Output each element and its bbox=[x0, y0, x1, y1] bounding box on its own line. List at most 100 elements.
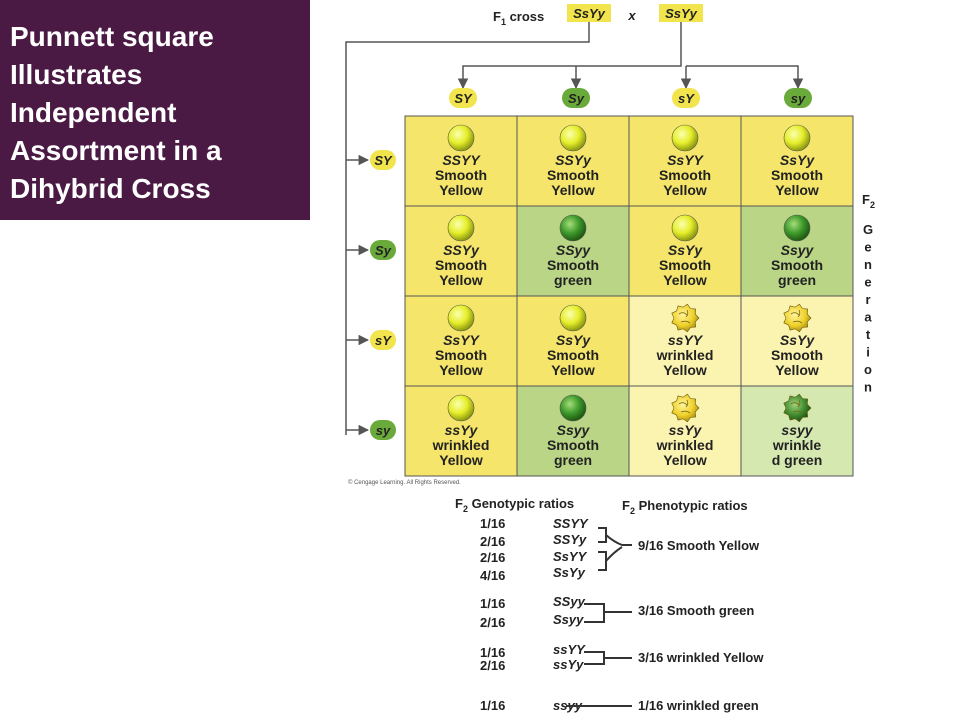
smooth-green-pea-icon bbox=[783, 214, 811, 242]
smooth-green-pea-icon bbox=[559, 214, 587, 242]
cell-phenotype-line1: Smooth bbox=[435, 347, 487, 363]
phenotype-ratio: 3/16 wrinkled Yellow bbox=[638, 650, 764, 665]
cell-genotype: SsYy bbox=[780, 332, 815, 348]
cell-phenotype-line2: Yellow bbox=[663, 272, 707, 288]
smooth-yellow-pea-icon bbox=[783, 124, 811, 152]
left-gamete-badge bbox=[370, 150, 396, 170]
smooth-yellow-pea-icon bbox=[671, 124, 699, 152]
cell-genotype: SSyy bbox=[556, 242, 591, 258]
left-gamete-label: sY bbox=[375, 333, 392, 348]
ratio-genotype: SsYY bbox=[553, 549, 588, 564]
cell-genotype: SSYy bbox=[443, 242, 480, 258]
cell-phenotype-line2: green bbox=[778, 272, 816, 288]
cell-phenotype-line1: Smooth bbox=[771, 167, 823, 183]
genotypic-header: F2 Genotypic ratios bbox=[455, 496, 574, 514]
cell-genotype: SSYY bbox=[442, 152, 481, 168]
wrinkled-yellow-pea-icon bbox=[783, 303, 812, 333]
cell-phenotype-line2: Yellow bbox=[551, 182, 595, 198]
ratio-fraction: 1/16 bbox=[480, 596, 505, 611]
cell-genotype: Ssyy bbox=[781, 242, 815, 258]
generation-letter: G bbox=[863, 222, 873, 237]
wrinkled-yellow-pea-icon bbox=[671, 303, 700, 333]
generation-letter: t bbox=[866, 327, 871, 342]
cell-phenotype-line2: Yellow bbox=[663, 182, 707, 198]
smooth-yellow-pea-icon bbox=[671, 214, 699, 242]
generation-letter: e bbox=[864, 240, 871, 255]
top-arrow-4 bbox=[686, 65, 804, 90]
ratio-genotype: SSYy bbox=[553, 532, 587, 547]
generation-letter: n bbox=[864, 257, 872, 272]
cell-genotype: SSYy bbox=[555, 152, 592, 168]
cell-phenotype-line1: Smooth bbox=[547, 437, 599, 453]
title-panel: Punnett square Illustrates Independent A… bbox=[0, 0, 310, 220]
cross-symbol: x bbox=[627, 8, 636, 23]
top-gamete-label: SY bbox=[454, 91, 473, 106]
left-gamete-badge bbox=[370, 240, 396, 260]
cell-phenotype-line2: Yellow bbox=[439, 362, 483, 378]
connector-lines bbox=[345, 22, 804, 436]
cell-phenotype-line1: Smooth bbox=[659, 257, 711, 273]
left-gamete-label: SY bbox=[374, 153, 393, 168]
cell-phenotype-line2: Yellow bbox=[775, 182, 819, 198]
bracket-ab-join2 bbox=[605, 546, 623, 562]
ratio-genotype: ssYY bbox=[553, 642, 586, 657]
f1-cross-label: F1 cross bbox=[493, 9, 544, 27]
left-gamete-badge bbox=[370, 420, 396, 440]
cell-phenotype-line1: Smooth bbox=[547, 347, 599, 363]
smooth-yellow-pea-icon bbox=[559, 124, 587, 152]
cell-genotype: ssyy bbox=[781, 422, 813, 438]
cell-phenotype-line2: Yellow bbox=[439, 182, 483, 198]
smooth-yellow-pea-icon bbox=[447, 214, 475, 242]
cell-phenotype-line1: Smooth bbox=[771, 347, 823, 363]
page-title: Punnett square Illustrates Independent A… bbox=[10, 21, 222, 204]
cell-phenotype-line2: Yellow bbox=[663, 452, 707, 468]
cell-genotype: SsYy bbox=[556, 332, 591, 348]
generation-letter: e bbox=[864, 275, 871, 290]
generation-letter: r bbox=[865, 292, 870, 307]
ratio-genotype: ssYy bbox=[553, 657, 584, 672]
cell-phenotype-line1: Smooth bbox=[435, 257, 487, 273]
ratio-fraction: 1/16 bbox=[480, 645, 505, 660]
ratio-genotype: SsYy bbox=[553, 565, 586, 580]
generation-letter: i bbox=[866, 345, 870, 360]
ratio-genotype: SSYY bbox=[553, 516, 589, 531]
bracket-d bbox=[584, 651, 605, 665]
parent1-connector bbox=[345, 22, 590, 435]
cell-phenotype-line2: Yellow bbox=[439, 452, 483, 468]
cell-phenotype-line2: Yellow bbox=[663, 362, 707, 378]
punnett-grid: SSYYSmoothYellowSSYySmoothYellowSsYYSmoo… bbox=[404, 115, 854, 477]
phenotypic-header: F2 Phenotypic ratios bbox=[622, 498, 748, 516]
cell-phenotype-line1: Smooth bbox=[547, 257, 599, 273]
f2-label: F2 bbox=[862, 192, 875, 210]
cell-phenotype-line2: Yellow bbox=[775, 362, 819, 378]
smooth-green-pea-icon bbox=[559, 394, 587, 422]
parent2-connector bbox=[457, 22, 682, 90]
cell-phenotype-line1: wrinkled bbox=[432, 437, 490, 453]
cell-genotype: SsYy bbox=[668, 242, 703, 258]
cell-genotype: Ssyy bbox=[557, 422, 591, 438]
top-gamete-label: sy bbox=[791, 91, 806, 106]
cell-phenotype-line1: Smooth bbox=[435, 167, 487, 183]
cell-phenotype-line1: wrinkled bbox=[656, 347, 714, 363]
bracket-ab-join bbox=[605, 534, 632, 546]
cell-genotype: SsYY bbox=[443, 332, 480, 348]
generation-letter: a bbox=[864, 310, 872, 325]
cell-phenotype-line2: green bbox=[554, 452, 592, 468]
cell-genotype: SsYy bbox=[780, 152, 815, 168]
ratio-fraction: 2/16 bbox=[480, 615, 505, 630]
cell-phenotype-line1: Smooth bbox=[547, 167, 599, 183]
top-gamete-badge bbox=[672, 88, 700, 108]
